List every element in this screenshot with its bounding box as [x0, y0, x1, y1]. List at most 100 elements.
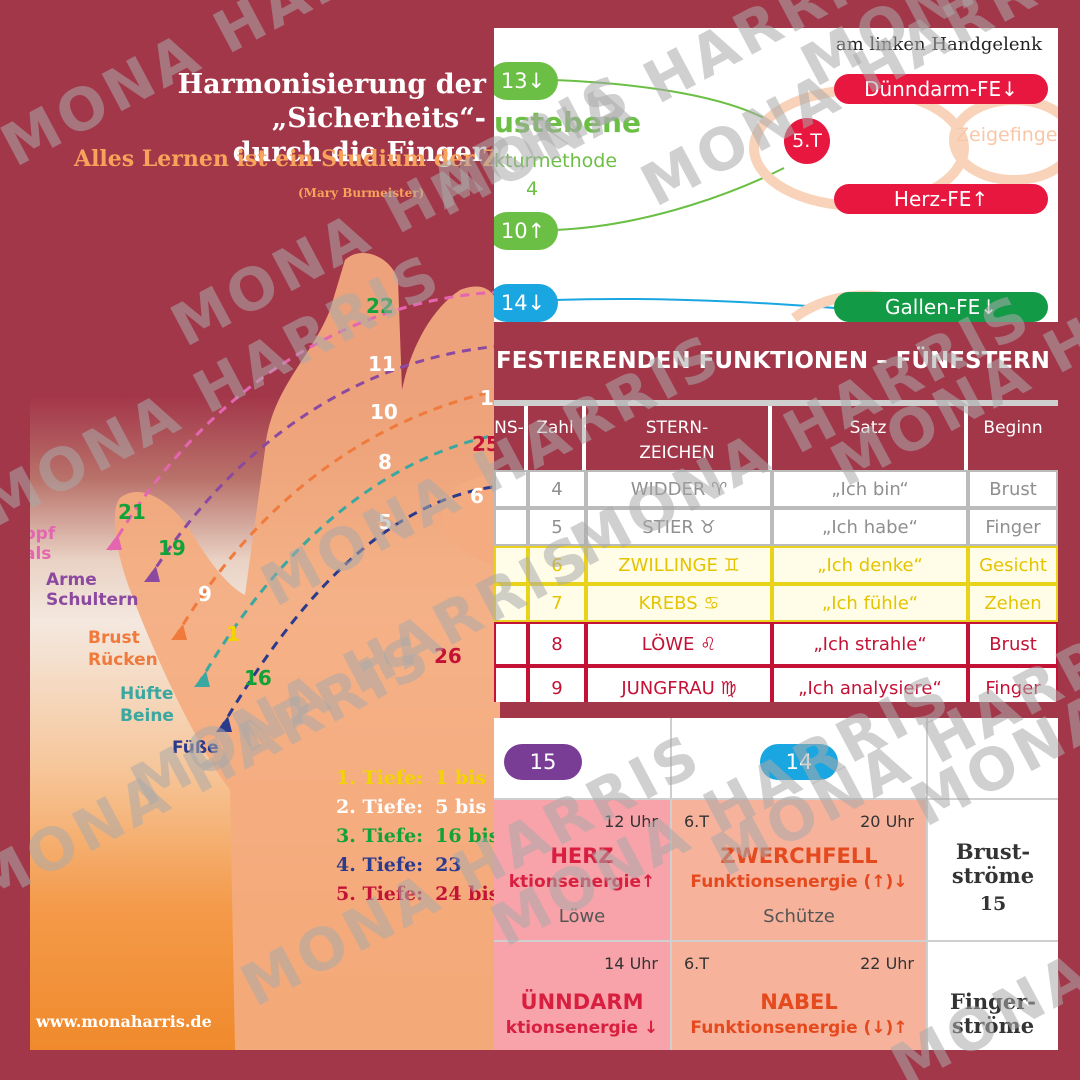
wrist-caption: am linken Handgelenk — [835, 34, 1042, 55]
cell-zahl: 9 — [528, 666, 586, 702]
depth-label: 3. Tiefe: — [336, 825, 424, 847]
cell-nabel[interactable]: 6.T 22 Uhr NABEL Funktionsenergie (↓)↑ — [672, 942, 926, 1050]
cell-duenndarm[interactable]: 14 Uhr ÜNNDARM ktionsenergie ↓ — [494, 942, 670, 1050]
title-line-2: durch die Finger — [232, 137, 486, 168]
number-21: 21 — [118, 500, 146, 524]
pill-duenndarm[interactable]: Dünndarm-FE↓ — [834, 74, 1048, 104]
number-1-top: 1 — [480, 386, 494, 410]
depth-row: 4. Tiefe:23 — [336, 851, 500, 880]
depth-label: 2. Tiefe: — [336, 796, 424, 818]
pill-gallen[interactable]: Gallen-FE↓ — [834, 292, 1048, 322]
depth-value: 23 — [435, 854, 462, 876]
badge-15: 15 — [504, 744, 582, 780]
depth-value: 1 bis 4 — [435, 767, 500, 789]
cell-time: 12 Uhr — [604, 812, 658, 831]
website-url[interactable]: www.monaharris.de — [36, 1012, 212, 1031]
table-divider — [494, 400, 1058, 406]
cell-beginn: Finger — [968, 508, 1058, 546]
cell-empty — [494, 666, 528, 702]
cell-t: 6.T — [684, 812, 710, 831]
label-hals: als — [30, 544, 52, 564]
depth-row: 5. Tiefe: 24 bis — [336, 880, 500, 909]
cell-beginn: Brust — [968, 470, 1058, 508]
cell-zahl: 8 — [528, 622, 586, 666]
table-card: FESTIERENDEN FUNKTIONEN – FÜNFSTERN NS- … — [494, 322, 1058, 702]
table-header-row: NS- Zahl STERN- ZEICHEN Satz Beginn — [494, 406, 1058, 470]
cell-organ: NABEL — [760, 990, 838, 1014]
cell-zahl: 7 — [528, 584, 586, 622]
organ-card: 15 14 12 Uhr HERZ ktionsenergie↑ Löwe 6.… — [494, 718, 1058, 1050]
cell-organ: HERZ — [550, 844, 614, 868]
hand-quote-author: (Mary Burmeister) — [298, 186, 425, 200]
cell-beginn: Zehen — [968, 584, 1058, 622]
side-line: ströme — [951, 1013, 1035, 1038]
depth-row: 3. Tiefe:16 bis — [336, 822, 500, 851]
number-16: 16 — [244, 666, 272, 690]
table-heading: FESTIERENDEN FUNKTIONEN – FÜNFSTERN — [494, 322, 1058, 400]
label-ruecken: Rücken — [88, 650, 158, 670]
number-9: 9 — [198, 582, 212, 606]
bubble-13[interactable]: 13↓ — [494, 62, 558, 100]
col-beginn: Beginn — [968, 406, 1058, 470]
cell-time: 20 Uhr — [860, 812, 914, 831]
cell-sign: STIER ♉ — [586, 508, 772, 546]
cell-zahl: 4 — [528, 470, 586, 508]
cell-t: 6.T — [684, 954, 710, 973]
bubble-14-label: 14↓ — [500, 291, 546, 315]
col-zahl: Zahl — [528, 406, 586, 470]
bubble-10[interactable]: 10↑ — [494, 212, 558, 250]
cell-sign: Schütze — [763, 906, 835, 927]
wrist-connectors — [553, 79, 1058, 322]
side-line: Finger- — [950, 989, 1036, 1014]
side-line: Brust- — [955, 839, 1031, 864]
bubble-14[interactable]: 14↓ — [494, 284, 558, 322]
cell-sign: JUNGFRAU ♍ — [586, 666, 772, 702]
side-line: ströme — [951, 863, 1035, 888]
grid-line — [494, 798, 1058, 800]
cell-sign: KREBS ♋ — [586, 584, 772, 622]
side-number: 15 — [979, 893, 1007, 915]
cell-satz: „Ich fühle“ — [772, 584, 968, 622]
pill-herz[interactable]: Herz-FE↑ — [834, 184, 1048, 214]
cell-empty — [494, 508, 528, 546]
depth-value: 24 bis — [435, 883, 500, 905]
cell-organ: ÜNNDARM — [520, 990, 644, 1014]
number-10: 10 — [370, 400, 398, 424]
badge-14: 14 — [760, 744, 838, 780]
cell-energy: Funktionsenergie (↑)↓ — [690, 872, 908, 892]
method-text: kturmethode — [494, 150, 618, 172]
cell-zwerchfell[interactable]: 6.T 20 Uhr ZWERCHFELL Funktionsenergie (… — [672, 800, 926, 940]
depth-value: 5 bis — [435, 796, 487, 818]
hand-illustration — [106, 252, 500, 1050]
bubble-13-label: 13↓ — [500, 69, 546, 93]
cell-empty — [494, 622, 528, 666]
cell-energy: ktionsenergie ↓ — [505, 1018, 659, 1038]
depth-label: 5. Tiefe: — [336, 883, 424, 905]
pill-herz-label: Herz-FE↑ — [893, 187, 989, 211]
cell-satz: „Ich strahle“ — [772, 622, 968, 666]
cell-empty — [494, 546, 528, 584]
wrist-card: am linken Handgelenk ustebene kturmethod… — [494, 28, 1058, 322]
bubble-10-label: 10↑ — [500, 219, 546, 243]
t-badge: 5.T — [784, 118, 830, 164]
number-26: 26 — [434, 644, 462, 668]
number-19: 19 — [158, 536, 186, 560]
label-arme: Arme — [46, 570, 97, 590]
cell-herz[interactable]: 12 Uhr HERZ ktionsenergie↑ Löwe — [494, 800, 670, 940]
cell-sign: Löwe — [558, 906, 606, 927]
hand-title: Harmonisierung der „Sicherheits“- durch … — [30, 68, 500, 170]
grid-line — [670, 718, 672, 1050]
cell-satz: „Ich habe“ — [772, 508, 968, 546]
hand-subtitle: Alles Lernen ist ein Studium der Zucktur… — [74, 146, 500, 172]
label-fuesse: Füße — [172, 738, 219, 758]
cell-energy: Funktionsenergie (↓)↑ — [690, 1018, 908, 1038]
cell-beginn: Brust — [968, 622, 1058, 666]
hand-card: Harmonisierung der „Sicherheits“- durch … — [30, 30, 500, 1050]
